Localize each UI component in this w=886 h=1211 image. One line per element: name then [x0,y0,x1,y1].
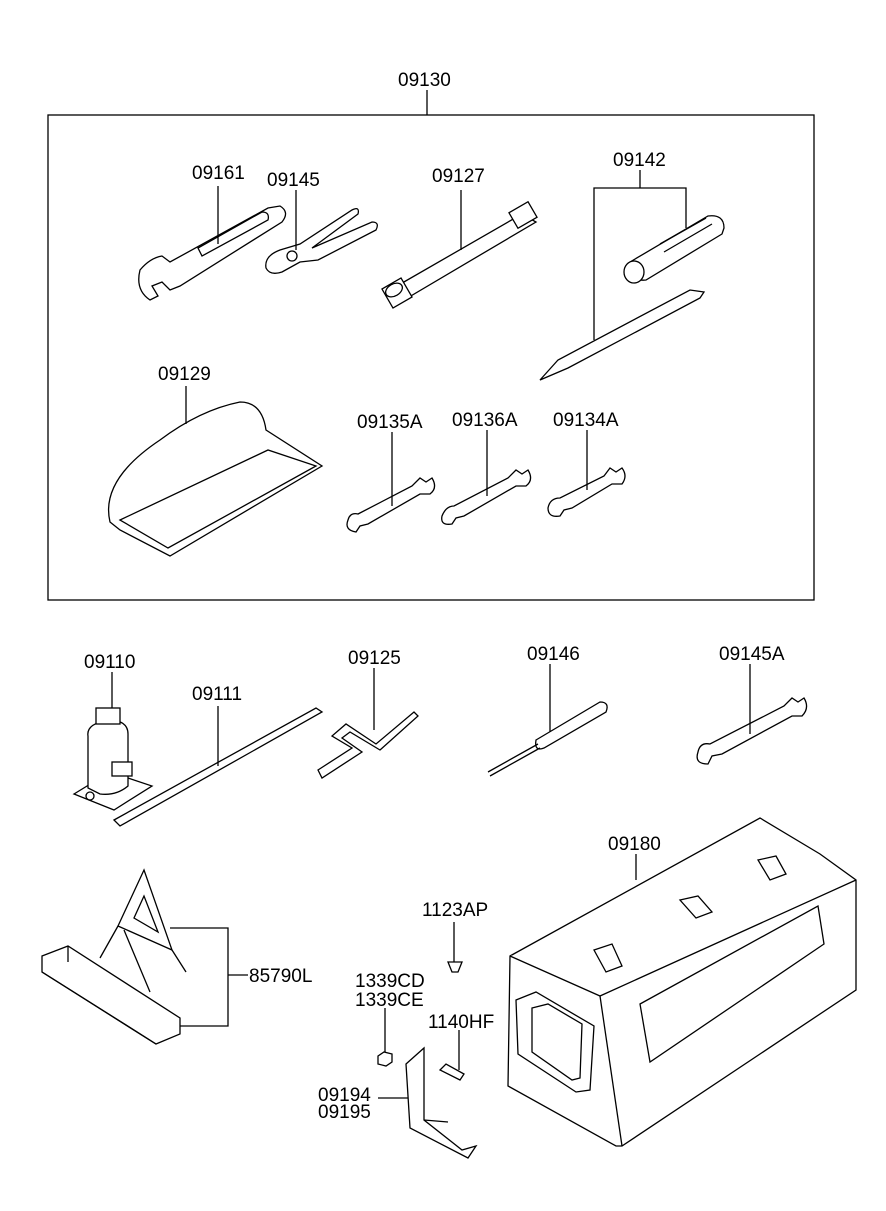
label-1140HF[interactable]: 1140HF [428,1012,494,1033]
bracket-icon [405,1046,478,1159]
label-09129[interactable]: 09129 [158,364,211,385]
screw-icon [447,961,463,973]
tool-case[interactable] [507,817,857,1147]
warning-triangle[interactable] [41,868,187,1045]
label-09127[interactable]: 09127 [432,166,485,187]
jack-handle[interactable] [112,707,324,827]
bottle-jack[interactable] [72,707,154,811]
spanner-c[interactable] [547,467,626,517]
spanner-d[interactable] [696,697,808,765]
label-09194[interactable]: 09194 [318,1085,371,1106]
triangle-case-icon [41,945,181,1045]
bolt-icon [438,1063,465,1081]
label-09142[interactable]: 09142 [613,150,666,171]
jack-handle-icon [112,707,324,827]
box-wrench-icon [388,213,538,301]
label-09161[interactable]: 09161 [192,163,245,184]
screwdriver[interactable] [487,701,608,777]
label-09145[interactable]: 09145 [267,170,320,191]
nut-1339[interactable] [377,1051,393,1067]
spanner-a[interactable] [346,477,436,533]
spanner-icon [696,697,808,765]
wheel-crank[interactable] [317,711,419,779]
label-85790L[interactable]: 85790L [249,966,312,987]
tool-kit-frame [47,114,815,601]
label-09136A[interactable]: 09136A [452,410,518,431]
spanner-icon [441,469,532,525]
tool-bag[interactable] [108,401,324,557]
nut-icon [377,1051,393,1067]
label-1339CE[interactable]: 1339CE [355,990,424,1011]
spanner-icon [346,477,436,533]
tool-kit-group: 09130 [47,70,815,601]
bracket[interactable] [405,1046,478,1159]
label-09145A[interactable]: 09145A [719,644,785,665]
label-09135A[interactable]: 09135A [357,412,423,433]
adjustable-spanner[interactable] [138,205,287,301]
screw-1123AP[interactable] [447,961,463,973]
label-09134A[interactable]: 09134A [553,410,619,431]
screwdriver-icon [535,701,608,750]
pliers[interactable] [265,208,378,274]
label-09111[interactable]: 09111 [192,684,242,705]
label-09125[interactable]: 09125 [348,648,401,669]
screwdriver-blade-icon [539,289,706,381]
spanner-icon [547,467,626,517]
label-1339CD[interactable]: 1339CD [355,971,425,992]
label-09180[interactable]: 09180 [608,834,661,855]
leader-85790L [170,927,229,1027]
wheel-crank-icon [317,711,419,779]
label-09110[interactable]: 09110 [84,652,135,673]
spanner-b[interactable] [441,469,532,525]
label-1123AP[interactable]: 1123AP [422,900,488,921]
label-09146[interactable]: 09146 [527,644,580,665]
box-wrench[interactable] [381,200,538,309]
jack-body-icon [87,719,129,795]
label-09130[interactable]: 09130 [398,70,451,91]
bolt-1140HF[interactable] [438,1063,465,1081]
label-09195[interactable]: 09195 [318,1102,371,1123]
screwdriver-set[interactable] [539,215,725,381]
